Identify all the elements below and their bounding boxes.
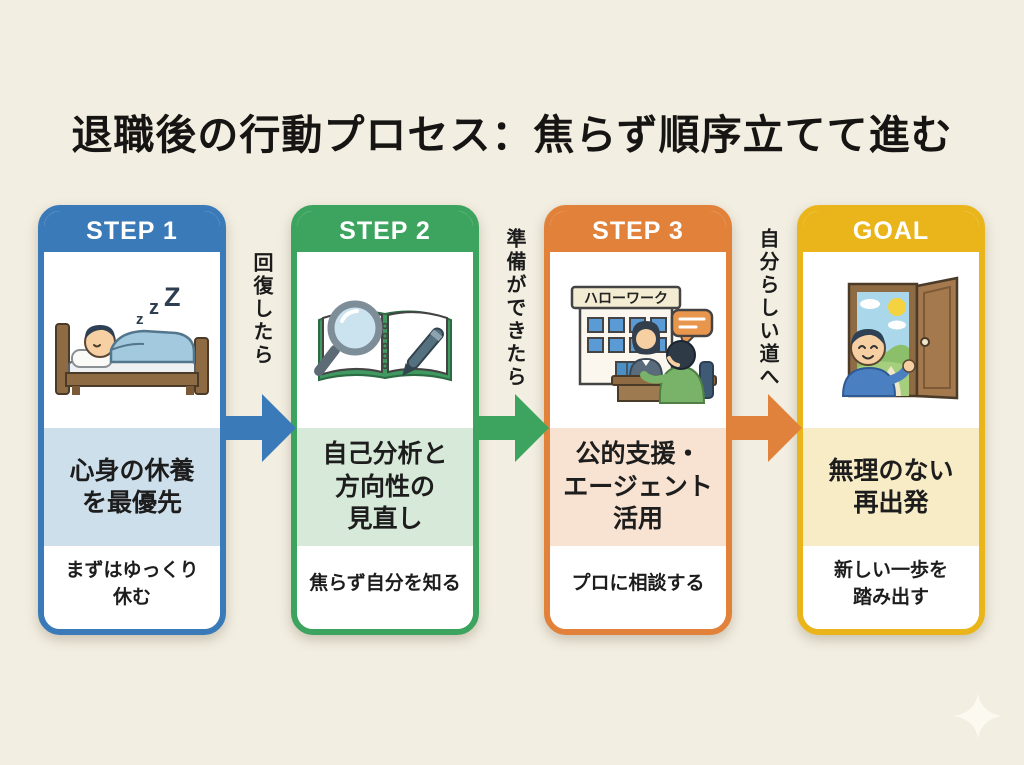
step2-card: STEP 2 自己分 (291, 205, 479, 635)
goal-title-band: 無理のない 再出発 (803, 428, 979, 546)
goal-illustration-area (803, 252, 979, 428)
step3-title-band: 公的支援・ エージェント 活用 (550, 428, 726, 546)
consultant-collar (642, 360, 650, 366)
step2-illustration-area (297, 252, 473, 428)
person-hair (851, 329, 885, 346)
goal-card: GOAL (797, 205, 985, 635)
goal-header-label: GOAL (852, 216, 930, 245)
client-arm (640, 371, 670, 384)
step3-subtitle: プロに相談する (571, 573, 705, 595)
bed-leg (72, 386, 80, 395)
step3-title: 公的支援・ エージェント 活用 (563, 440, 713, 534)
step2-subtitle-area: 焦らず自分を知る (297, 546, 473, 629)
step1-header-label: STEP 1 (86, 216, 178, 245)
step2-header: STEP 2 (297, 211, 473, 252)
window (587, 317, 604, 333)
lens-highlight (340, 309, 359, 323)
step1-title-band: 心身の休養 を最優先 (44, 428, 220, 546)
spiral-ring (381, 352, 389, 360)
magnifier-handle (314, 345, 340, 376)
door-knob (920, 337, 930, 347)
consultant-face (636, 329, 656, 349)
zzz-small: z (136, 311, 144, 328)
sleeping-person-illustration: z z Z (55, 282, 209, 395)
goal-header: GOAL (803, 211, 979, 252)
spiral-ring (381, 332, 389, 340)
sleeper-hair (84, 325, 115, 340)
blanket (109, 329, 196, 364)
step1-illustration-area: z z Z (44, 252, 220, 428)
open-door-illustration (841, 276, 959, 400)
spiral-ring (381, 342, 389, 350)
zzz-medium: z (149, 297, 159, 319)
person-hand (902, 359, 916, 373)
step1-subtitle: まずはゆっくり 休む (65, 559, 199, 608)
goal-subtitle-area: 新しい一歩を 踏み出す (803, 546, 979, 629)
step3-header-label: STEP 3 (592, 216, 684, 245)
step1-header: STEP 1 (44, 211, 220, 252)
zzz-large: Z (164, 282, 181, 312)
client-body (658, 365, 706, 404)
step3-illustration-area: ハローワーク (550, 252, 726, 428)
door-panel (915, 276, 959, 400)
step3-subtitle-area: プロに相談する (550, 546, 726, 629)
arrow3-label: 自分らしい道へ (756, 228, 778, 389)
notebook-magnifier-illustration (314, 300, 452, 382)
arrow2-right-icon (475, 394, 549, 462)
arrow2-label: 準備ができたら (503, 228, 525, 389)
hellowork-sign (570, 285, 682, 310)
client-head (666, 340, 696, 370)
step3-header: STEP 3 (550, 211, 726, 252)
notebook-right-page (387, 311, 448, 376)
client-face-edge (667, 356, 680, 367)
hellowork-sign-text: ハローワーク (584, 290, 668, 306)
step2-subtitle: 焦らず自分を知る (309, 573, 461, 595)
speech-bubble (670, 308, 714, 338)
consultant-body (628, 357, 664, 378)
happy-eye (858, 345, 866, 349)
step2-title-band: 自己分析と 方向性の 見直し (297, 428, 473, 546)
page-title: 退職後の行動プロセス：焦らず順序立てて進む (71, 112, 953, 159)
window (608, 317, 625, 333)
step2-header-label: STEP 2 (339, 216, 431, 245)
bed-rail (65, 372, 199, 387)
step1-title: 心身の休養 を最優先 (69, 456, 195, 518)
bed-leg (186, 386, 194, 395)
step1-card: STEP 1 z z Z 心身の休養 を最優先 (38, 205, 226, 635)
person-body (841, 366, 897, 397)
sparkle-icon (954, 692, 1002, 740)
pen (402, 327, 444, 376)
hellowork-consultation-illustration: ハローワーク (570, 285, 717, 404)
arrow1-right-icon (222, 394, 296, 462)
smile (862, 355, 874, 360)
door-panel-inset (923, 285, 951, 389)
step2-title: 自己分析と 方向性の 見直し (322, 440, 448, 534)
arrow3-right-icon (728, 394, 802, 462)
window (608, 337, 625, 353)
cloud (860, 299, 880, 309)
happy-eye (870, 345, 878, 349)
blanket-fold (110, 342, 145, 351)
sun (888, 298, 906, 316)
goal-subtitle: 新しい一歩を 踏み出す (833, 559, 948, 608)
step3-card: STEP 3 ハローワーク (544, 205, 732, 635)
goal-title: 無理のない 再出発 (828, 456, 954, 518)
closed-eye (93, 344, 101, 348)
cloud (888, 320, 906, 330)
step1-subtitle-area: まずはゆっくり 休む (44, 546, 220, 629)
spiral-ring (381, 322, 389, 330)
window (587, 337, 604, 353)
spiral-ring (381, 362, 389, 370)
arrow1-label: 回復したら (250, 252, 272, 367)
